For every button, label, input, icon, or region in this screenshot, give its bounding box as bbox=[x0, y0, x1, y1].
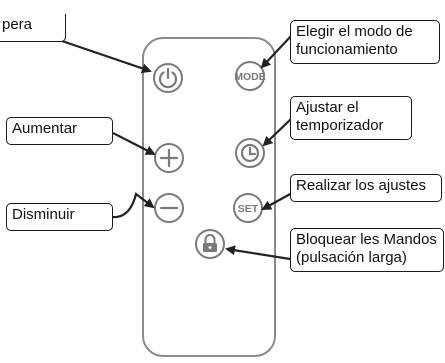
set-icon: SET bbox=[238, 203, 259, 215]
label-settings: Realizar los ajustes bbox=[290, 174, 442, 202]
power-icon bbox=[158, 67, 178, 89]
arrow-increase bbox=[112, 132, 156, 155]
plus-button[interactable] bbox=[154, 143, 184, 173]
minus-button[interactable] bbox=[154, 193, 184, 223]
label-increase: Aumentar bbox=[6, 117, 113, 145]
label-decrease: Disminuir bbox=[6, 203, 113, 231]
plus-icon bbox=[159, 148, 179, 168]
arrow-decrease bbox=[112, 192, 155, 219]
arrow-settings bbox=[261, 192, 293, 210]
label-lock: Bloquear les Mandos (pulsación larga) bbox=[290, 228, 444, 272]
clock-icon bbox=[240, 143, 260, 163]
arrow-lock bbox=[225, 245, 291, 261]
remote-body bbox=[142, 37, 276, 357]
power-button[interactable] bbox=[153, 63, 183, 93]
label-mode: Elegir el modo de funcionamiento bbox=[290, 20, 440, 64]
set-button[interactable]: SET bbox=[233, 193, 263, 223]
mode-button[interactable]: MODE bbox=[234, 61, 266, 91]
arrow-mode bbox=[260, 34, 293, 69]
label-timer: Ajustar el temporizador bbox=[290, 96, 412, 140]
lock-icon bbox=[203, 234, 217, 252]
arrow-standby bbox=[61, 39, 152, 74]
lock-button[interactable] bbox=[195, 229, 225, 259]
arrow-timer bbox=[262, 117, 293, 147]
mode-icon: MODE bbox=[234, 71, 266, 83]
label-standby: pera bbox=[0, 14, 66, 42]
timer-button[interactable] bbox=[235, 138, 265, 168]
